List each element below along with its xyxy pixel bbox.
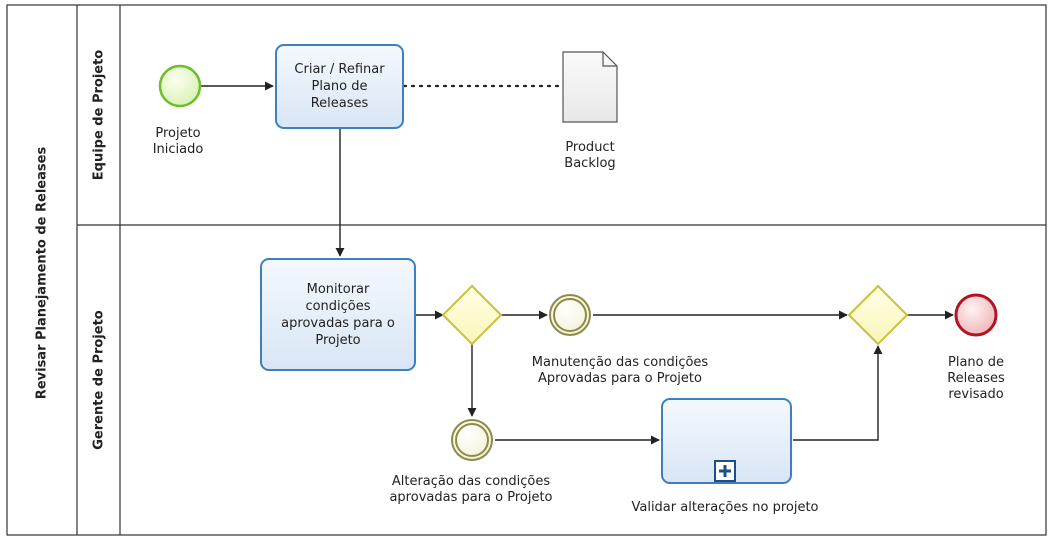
start-event-label: Projeto Iniciado [152, 126, 204, 157]
end-event[interactable] [954, 293, 998, 337]
pool-border [6, 4, 1047, 536]
product-backlog-document[interactable] [562, 51, 618, 123]
subprocess-validar-label: Validar alterações no projeto [631, 500, 819, 515]
lane-label-gerente: Gerente de Projeto [91, 310, 107, 450]
split-gateway[interactable] [441, 284, 503, 346]
alteracao-event-label: Alteração das condições aprovadas para o… [389, 474, 553, 505]
task-monitorar-label: Monitorar condições aprovadas para o Pro… [281, 281, 395, 348]
end-event-label: Plano de Releases revisado [947, 355, 1005, 402]
lane-label-equipe: Equipe de Projeto [91, 49, 107, 181]
alteracao-event[interactable] [451, 419, 493, 461]
subprocess-validar-alteracoes[interactable] [661, 398, 792, 484]
flow-validar-to-merge [793, 345, 883, 441]
task-criar-label: Criar / Refinar Plano de Releases [294, 62, 385, 111]
product-backlog-label: Product Backlog [564, 140, 616, 171]
task-criar-refinar-plano[interactable]: Criar / Refinar Plano de Releases [275, 44, 404, 129]
start-event[interactable] [158, 64, 202, 108]
task-monitorar-condicoes[interactable]: Monitorar condições aprovadas para o Pro… [260, 258, 416, 371]
manutencao-event[interactable] [549, 294, 591, 336]
manutencao-event-label: Manutenção das condições Aprovadas para … [531, 355, 709, 386]
merge-gateway[interactable] [847, 284, 909, 346]
pool-label: Revisar Planejamento de Releases [34, 146, 50, 400]
